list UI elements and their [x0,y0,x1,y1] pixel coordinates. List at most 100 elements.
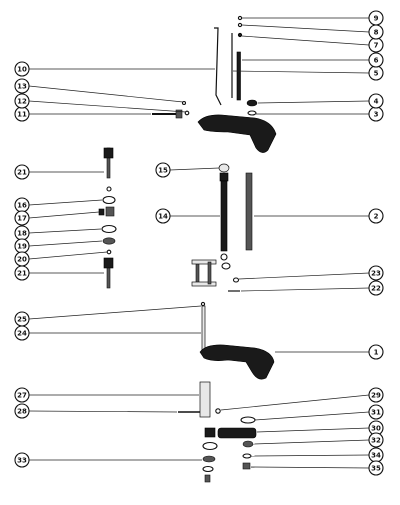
part-13-washer [181,100,187,106]
callout-label-4: 4 [374,98,379,106]
part-32-nut [242,440,254,448]
callout-label-20: 20 [17,256,27,264]
callout-circle-9 [368,10,384,26]
leader-line-28 [28,410,178,413]
callout-circle-22 [368,280,384,296]
leader-line-35 [250,466,370,469]
callout-label-31: 31 [371,409,381,417]
part-2-stud [245,172,253,251]
part-15-nut [218,163,230,173]
part-14-shaft [220,180,228,252]
leader-line-8 [241,24,370,33]
callout-circle-32 [368,432,384,448]
part-1-lower-bracket [199,344,275,380]
part-22-pin-b [207,261,212,285]
callout-label-18: 18 [17,230,27,238]
part-22-pin [195,261,200,285]
leader-line-16 [28,199,103,206]
callout-label-12: 12 [17,98,27,106]
leader-line-15 [169,167,220,171]
leader-line-29 [220,394,370,411]
callout-circle-4 [368,93,384,109]
callouts-group: 1234567891011121314151617181920212122232… [14,10,384,476]
callout-label-11: 11 [17,111,27,119]
callout-label-30: 30 [371,425,381,433]
part-34-washer [242,453,252,459]
callout-label-22: 22 [371,285,381,293]
callout-label-28: 28 [17,408,27,416]
leader-line-19 [28,240,103,247]
callout-circle-10 [14,61,30,77]
callout-label-35: 35 [371,465,381,473]
callout-circle-15 [155,162,171,178]
shaft-lower-ring [220,253,228,261]
callout-circle-27 [14,387,30,403]
callout-circle-33 [14,452,30,468]
callout-circle-21 [14,265,30,281]
part-12-washer [184,110,190,116]
part-16-ring [102,195,116,205]
part-11-bolt [175,109,183,119]
part-29-ball [215,408,221,414]
part-33-washer-a [202,441,218,451]
callout-circle-17 [14,210,30,226]
callout-label-14: 14 [158,213,168,221]
callout-circle-29 [368,387,384,403]
leader-line-7 [241,35,370,46]
part-35-bolt [242,462,251,470]
parts-group [98,15,277,483]
callout-label-33: 33 [17,457,27,465]
callout-circle-31 [368,404,384,420]
part-19-ring [102,237,116,245]
part-22-head-bottom [191,281,217,287]
shaft-bottom-nut [221,262,231,270]
callout-circle-23 [368,265,384,281]
part-7-clip [237,32,243,38]
part-4-nut [246,99,258,107]
part-33-washer-c [202,465,214,473]
leader-line-32 [252,439,370,445]
part-6-bar [236,51,241,101]
upper-bracket [197,114,277,153]
part-21-upper-head [103,147,114,159]
leader-line-12 [28,100,187,113]
leader-line-30 [256,427,370,433]
leader-line-22 [240,287,370,292]
part-18-ring [101,224,117,234]
callout-label-25: 25 [17,316,27,324]
part-17-nut [98,208,105,216]
callout-label-29: 29 [371,392,381,400]
callout-label-7: 7 [374,42,379,50]
leader-line-4 [257,100,370,104]
leader-line-18 [28,228,102,234]
part-33-washer-b [202,455,216,463]
callout-label-27: 27 [17,392,27,400]
callout-label-19: 19 [17,243,27,251]
callout-circle-28 [14,403,30,419]
left-small-washer [106,186,112,192]
callout-circle-25 [14,311,30,327]
part-33-bolt [204,474,211,483]
part-22-head-top [191,259,217,265]
leader-line-34 [250,454,370,457]
leader-line-25 [28,305,202,320]
part-15-collar [219,172,229,182]
part-30-sleeve [217,427,257,439]
callout-label-2: 2 [374,213,379,221]
part-8-washer [237,22,243,28]
callout-label-6: 6 [374,57,379,65]
leader-line-17 [28,211,100,219]
callout-circle-1 [368,344,384,360]
callout-label-1: 1 [374,349,379,357]
callout-label-10: 10 [17,66,27,74]
part-31-washer [240,416,256,424]
callout-circle-6 [368,52,384,68]
callout-circle-35 [368,460,384,476]
leader-line-23 [238,272,370,280]
part-23-ring [232,277,240,283]
callout-label-8: 8 [374,29,379,37]
leader-line-13 [28,85,184,103]
callout-label-15: 15 [158,167,168,175]
callout-label-24: 24 [17,330,27,338]
